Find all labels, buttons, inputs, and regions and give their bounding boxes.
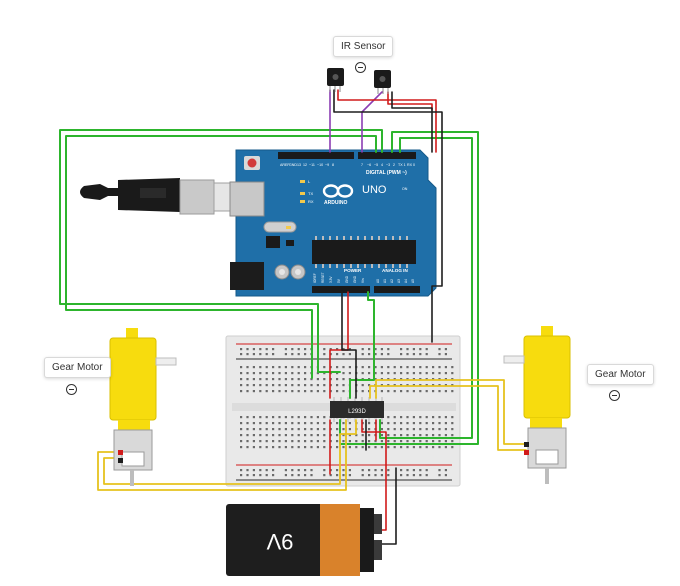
svg-text:4: 4 <box>381 163 383 167</box>
svg-text:TX: TX <box>308 191 313 196</box>
usb-cable <box>80 178 247 215</box>
wires <box>59 89 527 545</box>
ir-sensor-left[interactable] <box>327 68 344 92</box>
svg-text:8: 8 <box>332 163 334 167</box>
ir-sensor-right[interactable] <box>374 70 391 94</box>
svg-text:2: 2 <box>393 163 395 167</box>
l293d-label: L293D <box>348 409 366 415</box>
power-pin-label: RESET <box>321 272 325 283</box>
svg-text:12: 12 <box>303 163 307 167</box>
power-pin-label: 3.3V <box>329 276 333 283</box>
svg-text:RX: RX <box>308 199 314 204</box>
analog-pin-label: A0 <box>376 279 380 283</box>
gear-motor-left-label: Gear Motor <box>44 357 111 378</box>
arduino-model: UNO <box>362 184 387 196</box>
arduino-logo <box>322 184 354 198</box>
svg-text:~11: ~11 <box>309 163 315 167</box>
analog-pin-label: A3 <box>397 279 401 283</box>
pin-label-gnd: GND <box>289 163 297 167</box>
power-label: POWER <box>344 268 362 273</box>
gear-motor-right[interactable] <box>503 326 571 484</box>
battery-label: 9V <box>266 529 293 554</box>
ir-sensor-remove-icon[interactable] <box>355 62 366 73</box>
power-pin-label: Vin <box>361 278 365 283</box>
arduino-brand: ARDUINO <box>324 200 347 206</box>
svg-text:ON: ON <box>402 187 408 191</box>
analog-pin-label: A1 <box>383 279 387 283</box>
analog-in-label: ANALOG IN <box>382 268 408 273</box>
svg-text:~10: ~10 <box>317 163 323 167</box>
pin-label-aref: AREF <box>280 163 290 167</box>
svg-text:TX 1: TX 1 <box>398 163 406 167</box>
analog-pin-label: A2 <box>390 279 394 283</box>
power-pin-label: 5V <box>337 278 341 283</box>
l293d-driver-ic[interactable]: L293D <box>330 397 384 422</box>
digital-pwm-label: DIGITAL (PWM ~) <box>366 170 407 176</box>
gear-motor-right-remove-icon[interactable] <box>609 390 620 401</box>
svg-text:RX 0: RX 0 <box>407 163 415 167</box>
analog-pin-label: A4 <box>404 279 408 283</box>
gear-motor-right-label: Gear Motor <box>587 364 654 385</box>
battery-9v[interactable]: 9V <box>226 504 382 576</box>
power-pin-label: GND <box>345 275 349 283</box>
gear-motor-left-remove-icon[interactable] <box>66 384 77 395</box>
power-pin-label: IOREF <box>313 273 317 283</box>
gear-motor-left[interactable] <box>109 328 177 486</box>
arduino-uno-board[interactable]: AREF GND 13 12 ~11 ~10 ~9 8 7 ~6 ~5 4 ~3… <box>229 149 437 297</box>
svg-text:~5: ~5 <box>374 163 378 167</box>
svg-text:~6: ~6 <box>367 163 371 167</box>
svg-text:~9: ~9 <box>325 163 329 167</box>
svg-text:L: L <box>308 179 311 184</box>
svg-text:13: 13 <box>297 163 301 167</box>
svg-text:~3: ~3 <box>386 163 390 167</box>
ir-sensor-label: IR Sensor <box>333 36 394 57</box>
svg-text:7: 7 <box>361 163 363 167</box>
power-pin-label: GND <box>353 275 357 283</box>
analog-pin-label: A5 <box>411 279 415 283</box>
